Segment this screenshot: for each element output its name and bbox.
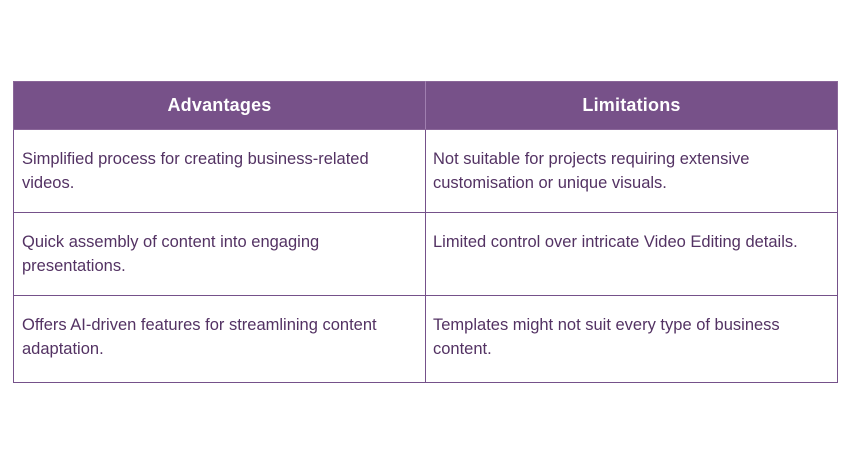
cell-text: Offers AI-driven features for streamlini… [22,316,377,358]
cell-text: Limited control over intricate Video Edi… [433,233,798,251]
table-row: Offers AI-driven features for streamlini… [13,295,838,383]
advantages-limitations-table: Advantages Limitations Simplified proces… [13,81,838,383]
table-row: Simplified process for creating business… [13,129,838,213]
table-header: Advantages Limitations [13,81,838,130]
column-header-advantages: Advantages [13,81,426,130]
table-header-row: Advantages Limitations [13,81,838,130]
table-body: Simplified process for creating business… [13,129,838,383]
cell-advantages-2: Quick assembly of content into engaging … [13,212,426,296]
cell-limitations-3: Templates might not suit every type of b… [425,295,838,383]
cell-limitations-1: Not suitable for projects requiring exte… [425,129,838,213]
cell-advantages-3: Offers AI-driven features for streamlini… [13,295,426,383]
cell-text: Templates might not suit every type of b… [433,316,780,358]
cell-text: Not suitable for projects requiring exte… [433,150,750,192]
cell-limitations-2: Limited control over intricate Video Edi… [425,212,838,296]
cell-text: Quick assembly of content into engaging … [22,233,320,275]
column-header-limitations: Limitations [425,81,838,130]
table-row: Quick assembly of content into engaging … [13,212,838,296]
cell-advantages-1: Simplified process for creating business… [13,129,426,213]
comparison-table-container: Advantages Limitations Simplified proces… [13,81,838,383]
cell-text: Simplified process for creating business… [22,150,369,192]
